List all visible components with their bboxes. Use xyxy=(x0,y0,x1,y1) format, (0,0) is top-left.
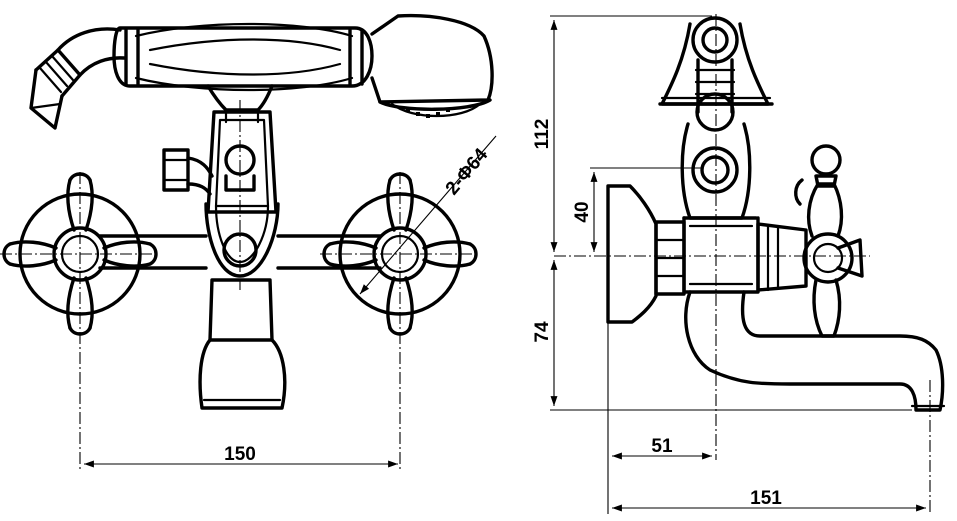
front-view: 150 2-Φ64 xyxy=(0,13,497,470)
side-body xyxy=(606,122,864,338)
dim-151-label: 151 xyxy=(750,488,782,509)
dim-74: 74 xyxy=(532,260,558,406)
dim-40: 40 xyxy=(572,172,598,252)
dim-74-label: 74 xyxy=(532,321,553,343)
dim-51: 51 xyxy=(612,436,712,460)
dim-150-label: 150 xyxy=(224,444,256,465)
side-view: 112 40 74 51 151 xyxy=(532,14,946,514)
dim-112-label: 112 xyxy=(532,119,553,150)
dim-150: 150 xyxy=(84,444,398,468)
dim-51-label: 51 xyxy=(651,436,673,457)
side-spout xyxy=(684,290,946,412)
left-centerline xyxy=(0,172,160,470)
dim-151: 151 xyxy=(612,488,926,512)
right-centerline xyxy=(320,172,480,470)
dim-112: 112 xyxy=(532,20,558,252)
dim-40-label: 40 xyxy=(572,201,593,222)
dim-handle-diameter: 2-Φ64 xyxy=(359,135,497,295)
dim-handle-diameter-label: 2-Φ64 xyxy=(442,144,493,199)
side-shower-head xyxy=(658,16,774,194)
